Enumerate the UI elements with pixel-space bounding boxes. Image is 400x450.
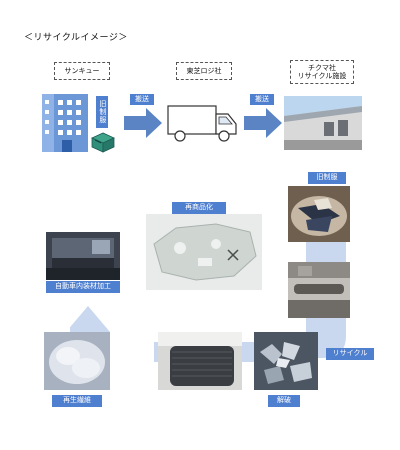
tag-transport-1: 搬送: [130, 94, 154, 105]
tag-crushing: 解破: [268, 395, 300, 407]
fiber-drum-photo: [158, 332, 242, 390]
uniform-box-icon: [91, 132, 115, 153]
label-sankyu: サンキュー: [54, 62, 110, 80]
tag-regenerated-fiber: 再生繊維: [52, 395, 102, 407]
tag-old-uniform-vertical: 旧制服: [96, 96, 108, 128]
label-toshiba-logi: 東芝ロジ社: [176, 62, 232, 80]
tag-auto-interior-processing: 自動車内装材加工: [46, 281, 120, 293]
old-uniform-pile-photo: [288, 186, 350, 242]
car-interior-photo: [46, 232, 120, 280]
tag-old-uniform: 旧制服: [308, 172, 346, 184]
crushed-material-photo: [254, 332, 318, 390]
recycled-fiber-photo: [44, 332, 110, 390]
label-chikuma-line2: リサイクル施設: [297, 72, 347, 80]
tag-recycle: リサイクル: [326, 348, 374, 360]
arrow-right-icon: [124, 108, 162, 138]
arrow-right-icon: [244, 108, 282, 138]
factory-photo: [284, 96, 362, 150]
tag-transport-2: 搬送: [250, 94, 274, 105]
truck-icon: [167, 105, 237, 142]
label-chikuma-line1: チクマ社: [308, 63, 336, 72]
auto-interior-part-photo: [146, 214, 262, 290]
label-chikuma: チクマ社 リサイクル施設: [290, 60, 354, 84]
page-title: ＜リサイクルイメージ＞: [24, 33, 128, 43]
office-building-icon: [42, 94, 88, 152]
recycling-machine-photo: [288, 262, 350, 318]
tag-reproduction: 再商品化: [172, 202, 226, 214]
